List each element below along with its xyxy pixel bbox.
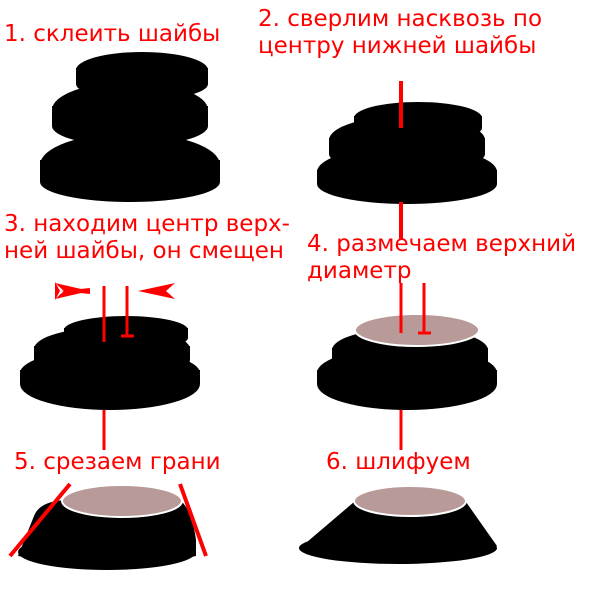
step2-top-washer-base	[354, 114, 482, 142]
step3-left-pointer-arrow-head	[55, 283, 90, 299]
step2-bottom-washer-base	[317, 164, 497, 204]
step3-middle-washer-base	[34, 342, 190, 378]
step1-middle-washer-base	[52, 106, 208, 146]
step6-cone-base	[299, 532, 497, 564]
step6-top-face	[353, 485, 467, 517]
step2-middle-washer-base	[329, 136, 485, 172]
step4-caption: 4. размечаем верхний диаметр	[307, 231, 576, 285]
step4-washer-stack	[317, 328, 497, 410]
step4-caption-line-2: диаметр	[307, 258, 412, 284]
step4-caption-line-1: 4. размечаем верхний	[307, 231, 577, 257]
step6-caption-line-1: 6. шлифуем	[326, 449, 471, 475]
step5-top-face	[61, 484, 183, 518]
step1-bottom-washer-base	[40, 162, 220, 202]
step1-washer-stack	[40, 52, 220, 202]
step5-cone-base	[18, 534, 196, 570]
step5-caption: 5. срезаем грани	[14, 449, 221, 476]
step5-right-cut-line	[178, 483, 208, 557]
step5-caption-line-1: 5. срезаем грани	[14, 449, 221, 475]
step4-middle-washer-base	[332, 344, 488, 380]
step2-caption-line-2: центру нижней шайбы	[258, 33, 537, 59]
step2-washer-stack	[317, 102, 497, 204]
step1-caption: 1. склеить шайбы	[4, 21, 220, 48]
step6-caption: 6. шлифуем	[326, 449, 471, 476]
step5-left-cut-line	[8, 482, 72, 558]
step2-caption-line-1: 2. сверлим насквозь по	[258, 6, 543, 32]
step3-right-pointer-arrow-head	[138, 283, 175, 299]
step4-marked-top-face	[354, 313, 480, 347]
step1-caption-line-1: 1. склеить шайбы	[4, 21, 221, 47]
step3-top-washer-base	[64, 326, 188, 350]
step2-caption: 2. сверлим насквозь по центру нижней шай…	[258, 6, 542, 60]
step1-top-washer-base	[76, 68, 208, 100]
step3-caption-line-2: ней шайбы, он смещен	[4, 238, 284, 264]
step3-caption: 3. находим центр верх- ней шайбы, он сме…	[4, 211, 290, 265]
step3-caption-line-1: 3. находим центр верх-	[4, 211, 290, 237]
step3-washer-stack	[20, 316, 200, 410]
